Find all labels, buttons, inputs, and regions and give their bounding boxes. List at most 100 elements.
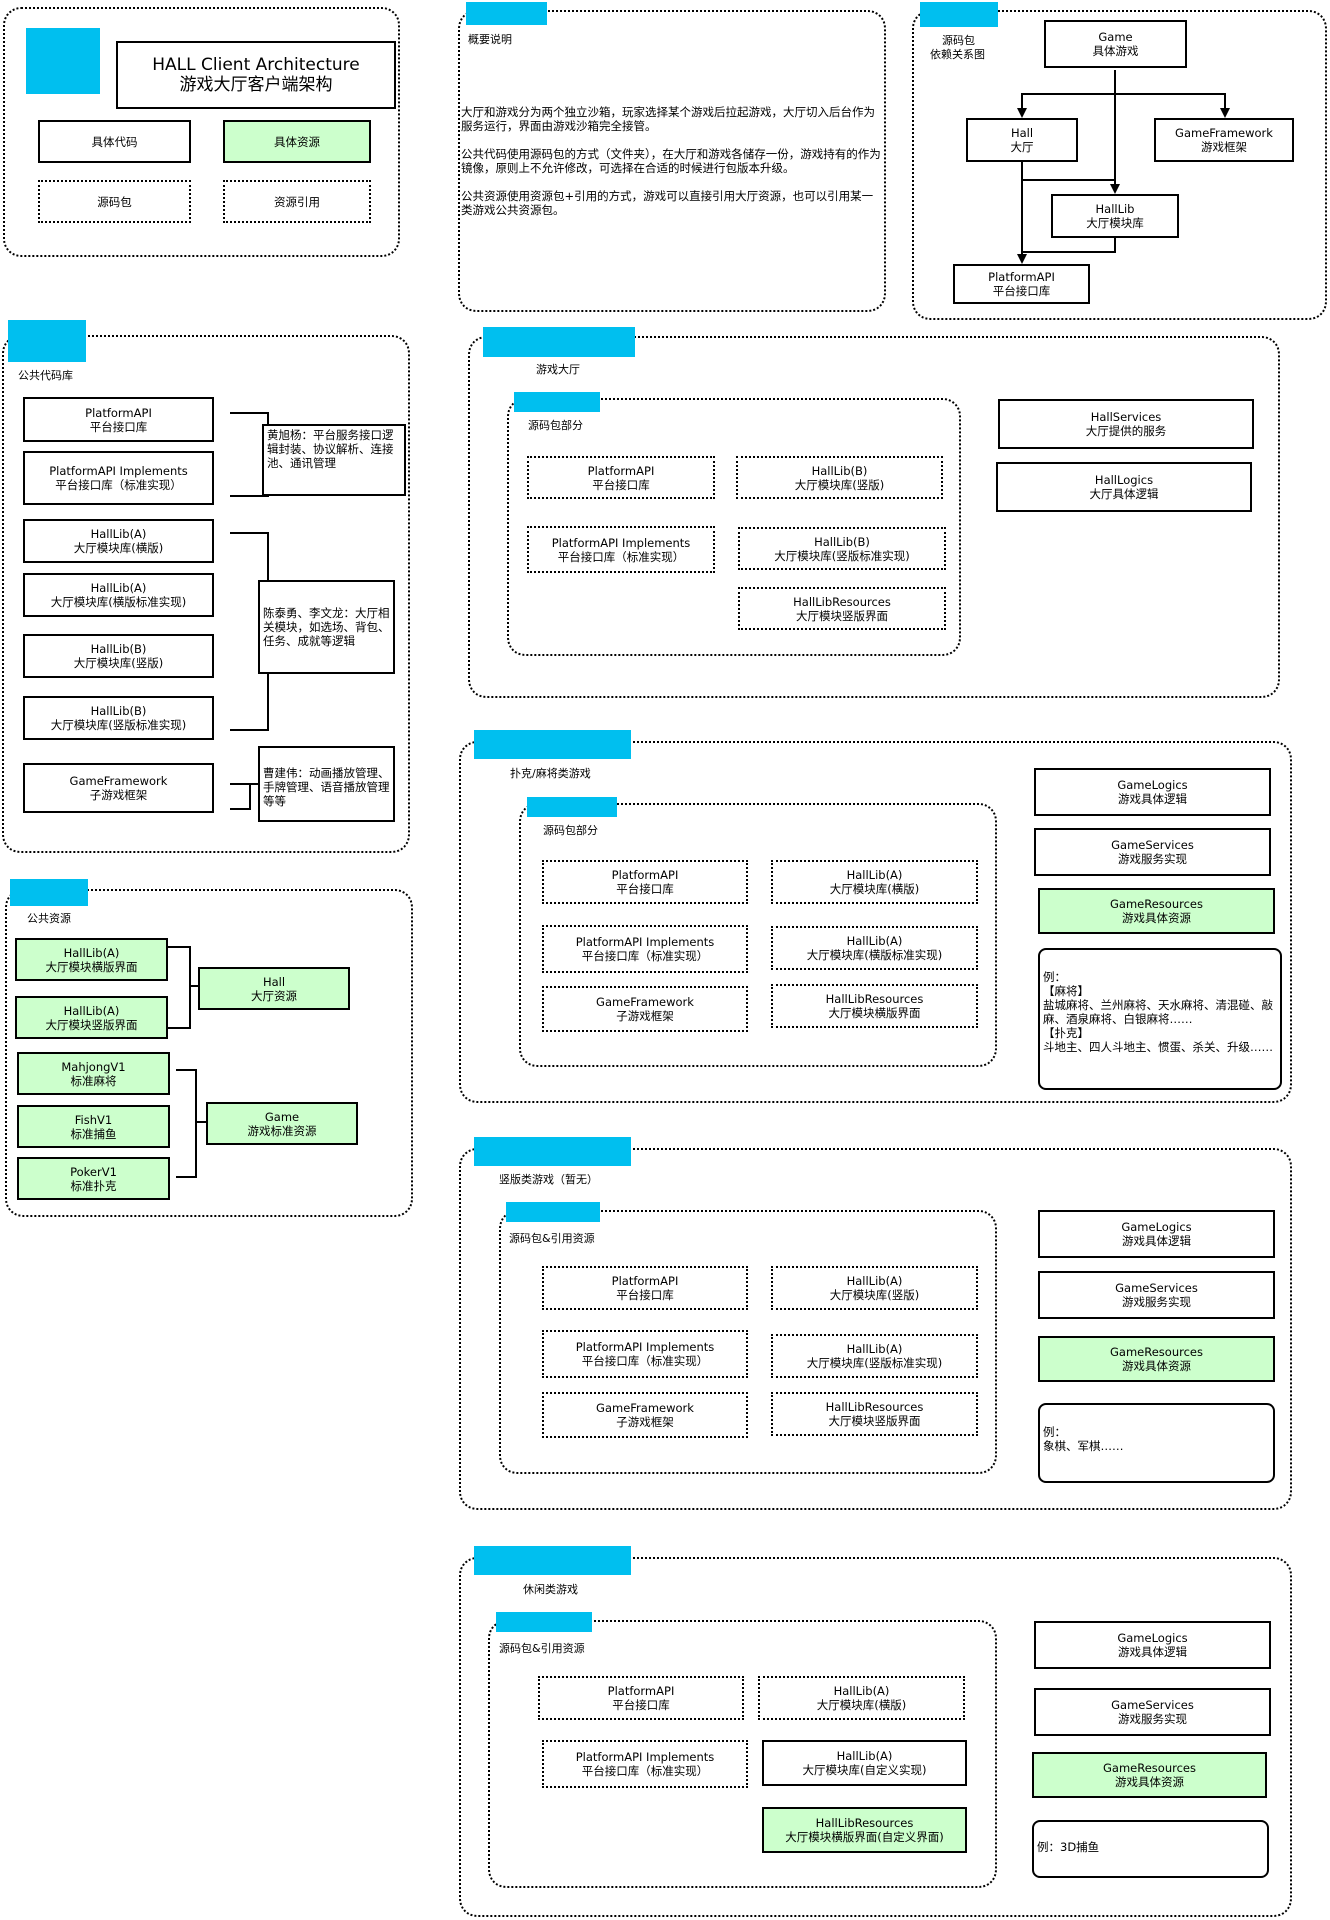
vertical-halllib-a-impl: HallLib(A)大厅模块库(竖版标准实现) (771, 1334, 978, 1378)
cc-halllib-a: HallLib(A)大厅模块库(横版) (23, 519, 214, 563)
hall-source-panel (507, 398, 961, 656)
cc-note-halllib-owner: 陈泰勇、李文龙：大厅相关模块，如选场、背包、任务、成就等逻辑 (258, 580, 395, 674)
poker-source-panel (519, 803, 997, 1067)
legend-panel (3, 7, 400, 257)
edge-game-to-framework (1115, 93, 1230, 118)
common-res-tag (10, 879, 88, 906)
hall-halllib-b: HallLib(B)大厅模块库(竖版) (736, 456, 943, 499)
hall-source-caption: 源码包部分 (528, 419, 583, 432)
vertical-source-caption: 源码包&引用资源 (509, 1232, 595, 1245)
legend-tag (26, 28, 100, 94)
hall-source-tag (514, 392, 600, 412)
poker-section-caption: 扑克/麻将类游戏 (510, 767, 591, 780)
overview-caption: 概要说明 (468, 33, 512, 46)
casual-example: 例：3D捕鱼 (1032, 1820, 1269, 1878)
vertical-example: 例： 象棋、军棋…… (1038, 1403, 1275, 1483)
poker-section-panel (459, 741, 1292, 1103)
common-code-tag (8, 320, 86, 362)
cc-halllib-b-impl: HallLib(B)大厅模块库(竖版标准实现) (23, 696, 214, 740)
poker-source-tag (527, 797, 617, 817)
deps-caption-1: 源码包 (942, 34, 975, 47)
overview-panel (458, 10, 886, 312)
hall-section-tag (483, 327, 635, 357)
casual-source-caption: 源码包&引用资源 (499, 1642, 585, 1655)
vertical-section-panel (459, 1148, 1292, 1510)
bracket-game-res (176, 1069, 197, 1178)
common-code-caption: 公共代码库 (18, 369, 73, 382)
cc-halllib-a-impl: HallLib(A)大厅模块库(横版标准实现) (23, 573, 214, 617)
deps-tag (920, 2, 998, 27)
edge-halllib-to-platform (1022, 238, 1116, 253)
poker-halllib-a-impl: HallLib(A)大厅模块库(横版标准实现) (771, 926, 978, 970)
common-code-panel (2, 335, 410, 853)
common-res-caption: 公共资源 (27, 912, 71, 925)
deps-panel (912, 10, 1327, 320)
hall-section-caption: 游戏大厅 (536, 363, 580, 376)
overview-tag (466, 2, 547, 25)
vertical-section-tag (474, 1137, 631, 1166)
bracket-framework (230, 783, 251, 810)
bracket-hall-res (168, 946, 191, 1029)
cr-halllib-a-portrait: HallLib(A)大厅模块竖版界面 (15, 996, 168, 1039)
vertical-halllib-a: HallLib(A)大厅模块库(竖版) (771, 1266, 978, 1310)
cr-halllib-a-landscape: HallLib(A)大厅模块横版界面 (15, 938, 168, 981)
casual-section-tag (474, 1546, 631, 1575)
legend-resource-ref: 资源引用 (223, 180, 371, 223)
cc-note-framework-owner: 曹建伟：动画播放管理、手牌管理、语音播放管理等等 (258, 746, 395, 822)
edge-game-to-hall-framework (1017, 70, 1116, 118)
hall-section-panel (468, 336, 1280, 698)
poker-halllib-a: HallLib(A)大厅模块库(横版) (771, 860, 978, 904)
overview-text: 大厅和游戏分为两个独立沙箱，玩家选择某个游戏后拉起游戏，大厅切入后台作为服务运行… (461, 105, 881, 217)
cc-halllib-b: HallLib(B)大厅模块库(竖版) (23, 634, 214, 678)
poker-example: 例： 【麻将】 盐城麻将、兰州麻将、天水麻将、清混碰、敲麻、酒泉麻将、白银麻将…… (1038, 948, 1282, 1090)
poker-section-tag (474, 730, 631, 759)
casual-halllib-a-custom: HallLib(A)大厅模块库(自定义实现) (762, 1740, 967, 1786)
legend-code: 具体代码 (38, 120, 191, 163)
vertical-source-tag (506, 1202, 600, 1222)
casual-source-panel (488, 1620, 997, 1888)
diagram-title: HALL Client Architecture 游戏大厅客户端架构 (116, 41, 396, 109)
casual-section-caption: 休闲类游戏 (523, 1583, 578, 1596)
cc-note-platform-owner: 黄旭杨：平台服务接口逻辑封装、协议解析、连接池、通讯管理 (262, 424, 406, 496)
casual-halllib-a: HallLib(A)大厅模块库(横版) (758, 1676, 965, 1720)
legend-source-package: 源码包 (38, 180, 191, 223)
poker-source-caption: 源码包部分 (543, 824, 598, 837)
common-res-panel (5, 889, 413, 1217)
casual-source-tag (496, 1612, 592, 1632)
vertical-section-caption: 竖版类游戏（暂无） (499, 1173, 598, 1186)
